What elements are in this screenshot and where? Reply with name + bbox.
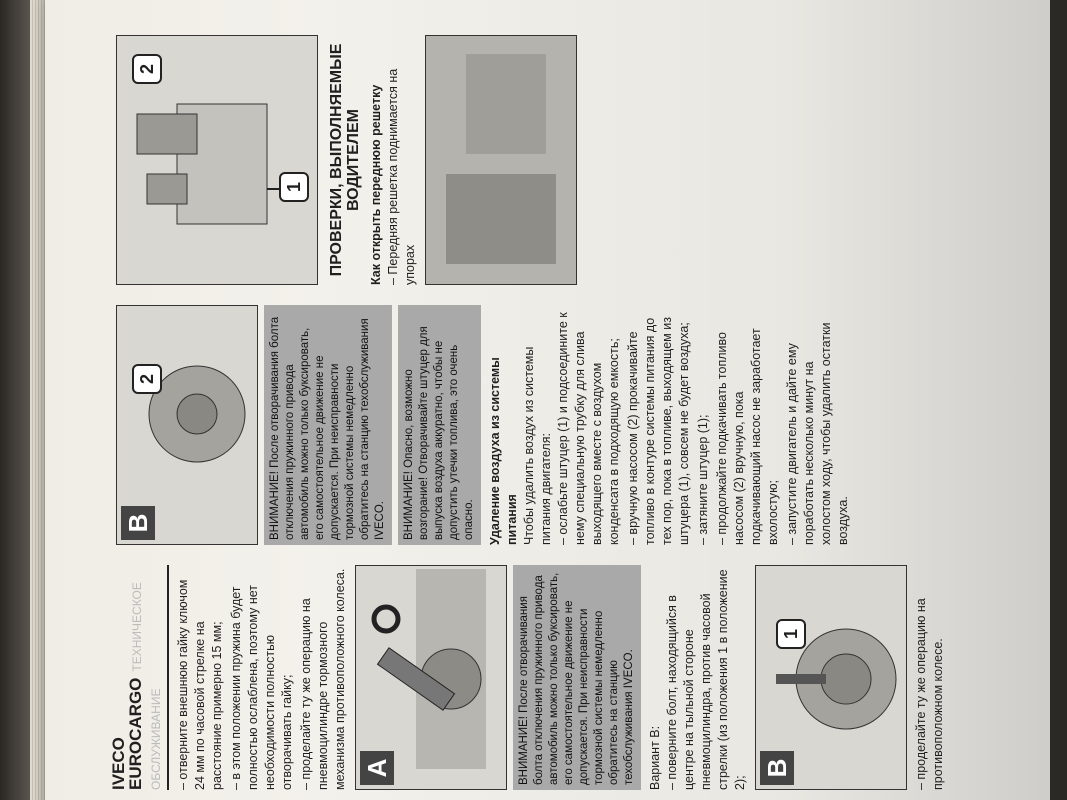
figure-a-wrench-illustration bbox=[371, 569, 486, 769]
engine-illustration bbox=[446, 54, 556, 264]
figure-a: A bbox=[355, 565, 507, 790]
figure-b1-callout: 1 bbox=[776, 619, 806, 649]
grille-instruction: – Передняя решетка поднимается на упорах bbox=[386, 68, 417, 285]
instruction-2: – в этом положении пружина будет полност… bbox=[229, 584, 294, 790]
header-title: IVECO EUROCARGO bbox=[109, 677, 145, 790]
step-5: – запустите двигатель и дайте ему порабо… bbox=[785, 322, 850, 545]
warning-box-middle-2: ВНИМАНИЕ! Опасно, возможно возгорание! О… bbox=[398, 305, 481, 545]
instruction-5: – проделайте ту же операцию на противопо… bbox=[914, 598, 945, 790]
fuel-pump-callout-2: 2 bbox=[132, 54, 162, 84]
step-1: – ослабьте штуцер (1) и подсоедините к н… bbox=[556, 312, 621, 545]
book-binding bbox=[0, 0, 30, 800]
figure-fuel-pump: 1 2 bbox=[116, 35, 318, 285]
variant-label: Вариант В: bbox=[648, 725, 662, 790]
fuel-pump-callout-1: 1 bbox=[279, 172, 309, 202]
figure-engine-photo bbox=[425, 35, 577, 285]
figure-b1-label: B bbox=[760, 751, 794, 785]
instruction-1: – отверните внешнюю гайку ключом 24 мм п… bbox=[176, 579, 224, 790]
warning-box-middle-1: ВНИМАНИЕ! После отворачивания болта откл… bbox=[264, 305, 392, 545]
figure-b2-callout: 2 bbox=[132, 364, 162, 394]
column-middle: B 2 ВНИМАНИЕ! После отворачивания болта … bbox=[110, 305, 854, 545]
step-3: – затяните штуцер (1); bbox=[696, 414, 710, 545]
figure-b2-cylinder-illustration bbox=[148, 365, 246, 463]
figure-b1-cylinder-illustration bbox=[776, 628, 897, 730]
column-left: IVECO EUROCARGOТЕХНИЧЕСКОЕ ОБСЛУЖИВАНИЕ … bbox=[109, 565, 949, 790]
page-header: IVECO EUROCARGOТЕХНИЧЕСКОЕ ОБСЛУЖИВАНИЕ bbox=[109, 565, 169, 790]
figure-a-label: A bbox=[360, 751, 394, 785]
figure-b1: B 1 bbox=[755, 565, 907, 790]
figure-b2-label: B bbox=[121, 506, 155, 540]
subheading-front-grille: Как открыть переднюю решетку bbox=[369, 84, 383, 285]
instruction-4: – поверните болт, находящийся в центре н… bbox=[665, 569, 747, 790]
column-right: 1 2 ПРОВЕРКИ, ВЫПОЛНЯЕМЫЕ ВОДИТЕЛЕМ Как … bbox=[110, 35, 583, 285]
section-title-driver-checks: ПРОВЕРКИ, ВЫПОЛНЯЕМЫЕ ВОДИТЕЛЕМ bbox=[328, 43, 362, 277]
warning-box-left: ВНИМАНИЕ! После отворачивания болта откл… bbox=[513, 565, 641, 790]
figure-b2: B 2 bbox=[116, 305, 258, 545]
step-2: – вручную насосом (2) прокачивайте топли… bbox=[626, 317, 691, 545]
intro-text: Чтобы удалить воздух из системы питания … bbox=[522, 346, 553, 545]
instruction-3: – проделайте ту же операцию на пневмоцил… bbox=[299, 568, 347, 790]
rotated-page-content: IVECO EUROCARGOТЕХНИЧЕСКОЕ ОБСЛУЖИВАНИЕ … bbox=[109, 30, 1067, 790]
section-heading-air-removal: Удаление воздуха из системы питания bbox=[488, 357, 519, 545]
right-shadow-edge bbox=[1050, 0, 1067, 800]
step-4: – продолжайте подкачивать топливо насосо… bbox=[715, 328, 780, 545]
